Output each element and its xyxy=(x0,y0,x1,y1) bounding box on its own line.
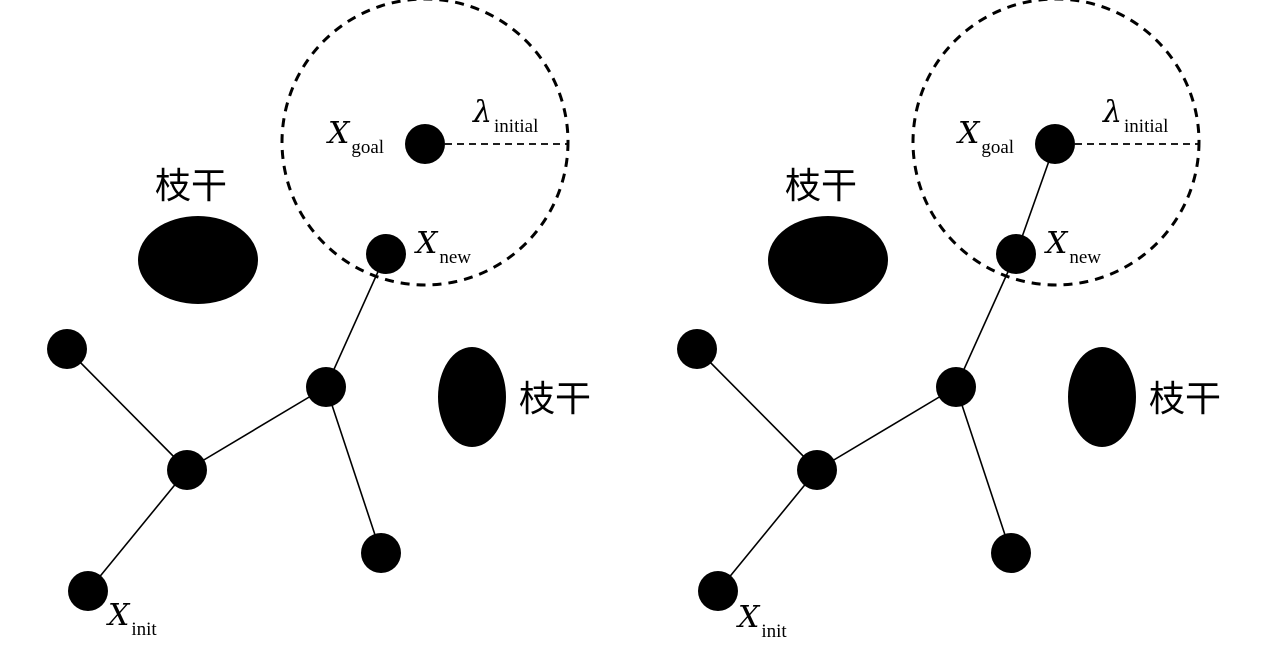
tree-node xyxy=(47,329,87,369)
goal-node xyxy=(405,124,445,164)
init-node xyxy=(68,571,108,611)
tree-node xyxy=(361,533,401,573)
tree-edge xyxy=(325,386,382,554)
goal-node xyxy=(1035,124,1075,164)
new-node xyxy=(996,234,1036,274)
obstacle-upper xyxy=(768,216,888,304)
tree-node xyxy=(167,450,207,490)
init-node xyxy=(698,571,738,611)
tree-edge xyxy=(325,253,387,388)
obstacle-upper xyxy=(138,216,258,304)
tree-edge xyxy=(66,348,188,471)
tree-edge xyxy=(955,386,1012,554)
obstacle-label: 枝干 xyxy=(519,379,591,420)
tree-node xyxy=(306,367,346,407)
tree-edge xyxy=(717,469,818,592)
goal-region-circle xyxy=(911,0,1201,287)
tree-edge xyxy=(87,469,188,592)
tree-edge xyxy=(186,386,327,471)
tree-node xyxy=(936,367,976,407)
tree-edge xyxy=(955,253,1017,388)
tree-node xyxy=(991,533,1031,573)
goal-region-circle xyxy=(280,0,570,287)
tree-edge xyxy=(816,386,957,471)
tree-edge xyxy=(696,348,818,471)
obstacle-label: 枝干 xyxy=(155,166,227,207)
new-node xyxy=(366,234,406,274)
obstacle-label: 枝干 xyxy=(1149,379,1221,420)
tree-node xyxy=(677,329,717,369)
obstacle-right xyxy=(1068,347,1136,447)
obstacle-right xyxy=(438,347,506,447)
tree-node xyxy=(797,450,837,490)
obstacle-label: 枝干 xyxy=(785,166,857,207)
